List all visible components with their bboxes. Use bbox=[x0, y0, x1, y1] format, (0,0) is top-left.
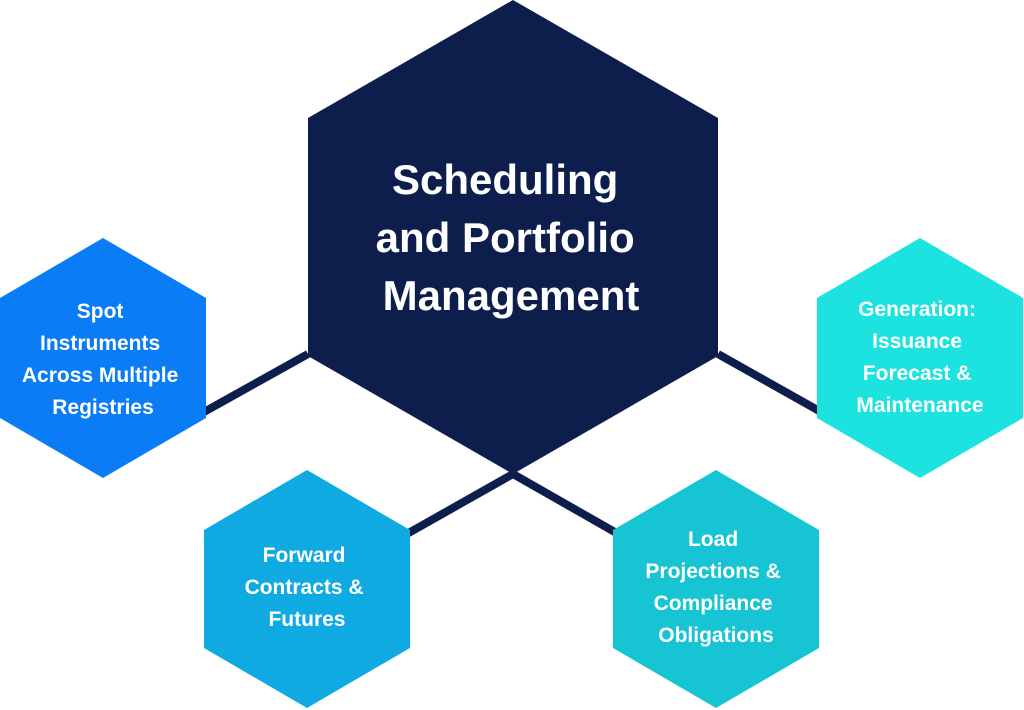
center-label-line-3: Management bbox=[383, 272, 640, 319]
center-label-line-1: Scheduling bbox=[392, 156, 618, 203]
connectors bbox=[193, 350, 832, 539]
forward-contracts-hexagon-shape bbox=[204, 470, 410, 708]
load-label-line-3: Compliance bbox=[654, 592, 773, 615]
load-projections-hexagon-shape bbox=[613, 470, 819, 708]
generation-hexagon-shape bbox=[817, 238, 1023, 478]
generation-label-line-1: Generation: bbox=[858, 298, 976, 321]
center-hexagon: Scheduling and Portfolio Management bbox=[308, 0, 718, 474]
generation-label-line-3: Forecast & bbox=[863, 362, 972, 385]
center-label-line-2: and Portfolio bbox=[376, 214, 635, 261]
connector-forward bbox=[403, 470, 515, 539]
load-label-line-4: Obligations bbox=[658, 624, 774, 647]
generation-label-line-4: Maintenance bbox=[856, 394, 983, 417]
svg-text:Load Projections &: Load Projections & Compliance Obligation… bbox=[645, 528, 786, 647]
generation-hexagon: Generation: Issuance Forecast & Maintena… bbox=[817, 238, 1023, 478]
center-hexagon-shape bbox=[308, 0, 718, 474]
forward-label-line-2: Contracts & bbox=[245, 576, 364, 599]
load-label-line-2: Projections & bbox=[645, 560, 780, 583]
spot-label-line-2: Instruments bbox=[40, 332, 160, 355]
spot-instruments-hexagon: Spot Instruments Across Multiple Registr… bbox=[0, 238, 206, 478]
spot-instruments-hexagon-shape bbox=[0, 238, 206, 478]
svg-text:Scheduling and Portfolio: Scheduling and Portfolio Management bbox=[376, 156, 647, 319]
load-projections-hexagon: Load Projections & Compliance Obligation… bbox=[613, 470, 819, 708]
load-label-line-1: Load bbox=[688, 528, 738, 551]
svg-text:Generation: Issuance: Generation: Issuance Forecast & Maintena… bbox=[856, 298, 983, 417]
connector-load bbox=[511, 470, 622, 539]
connector-spot bbox=[193, 350, 310, 421]
svg-text:Spot Instruments A: Spot Instruments Across Multiple Registr… bbox=[22, 300, 184, 419]
connector-generation bbox=[716, 350, 832, 421]
forward-label-line-1: Forward bbox=[263, 544, 346, 567]
spot-label-line-1: Spot bbox=[77, 300, 124, 323]
svg-text:Forward Contracts &: Forward Contracts & Futures bbox=[245, 544, 370, 631]
spot-label-line-4: Registries bbox=[52, 396, 154, 419]
forward-contracts-hexagon: Forward Contracts & Futures bbox=[204, 470, 410, 708]
forward-label-line-3: Futures bbox=[268, 608, 345, 631]
spot-label-line-3: Across Multiple bbox=[22, 364, 178, 387]
generation-label-line-2: Issuance bbox=[872, 330, 962, 353]
